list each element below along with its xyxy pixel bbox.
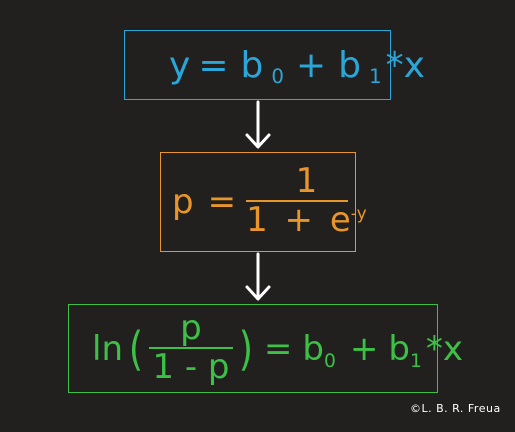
logistic-fraction: 1 1 + e-y (246, 164, 367, 239)
equals-sign: = (263, 329, 293, 369)
logit-equation: ln ( p 1 - p ) = b0 + b1*x (92, 310, 468, 388)
logistic-equation: p = 1 1 + e-y (172, 160, 367, 244)
equals-sign: = (207, 182, 237, 222)
numerator: 1 (295, 161, 318, 202)
down-arrow-icon (245, 252, 271, 301)
b1x-term: b1*x (388, 329, 463, 372)
plus-sign: + (295, 44, 327, 86)
b0-term: b0 (302, 329, 336, 372)
linear-equation-box (124, 30, 391, 100)
denominator: 1 - p (152, 347, 230, 388)
fraction-bar (246, 200, 349, 203)
down-arrow-icon (245, 100, 271, 149)
logit-equation-box (68, 304, 438, 393)
ln-function: ln (92, 329, 123, 369)
denominator: 1 + e-y (246, 200, 367, 241)
left-paren: ( (128, 322, 144, 376)
numerator: p (180, 308, 202, 349)
logistic-equation-box (160, 152, 356, 252)
equals-sign: = (198, 44, 229, 86)
fraction-bar (148, 347, 233, 350)
copyright-credit: ©L. B. R. Freua (410, 402, 501, 415)
plus-sign: + (349, 329, 379, 369)
p-variable: p (172, 182, 194, 222)
right-paren: ) (238, 322, 254, 376)
y-variable: y (169, 44, 191, 86)
odds-fraction: p 1 - p (148, 308, 233, 388)
